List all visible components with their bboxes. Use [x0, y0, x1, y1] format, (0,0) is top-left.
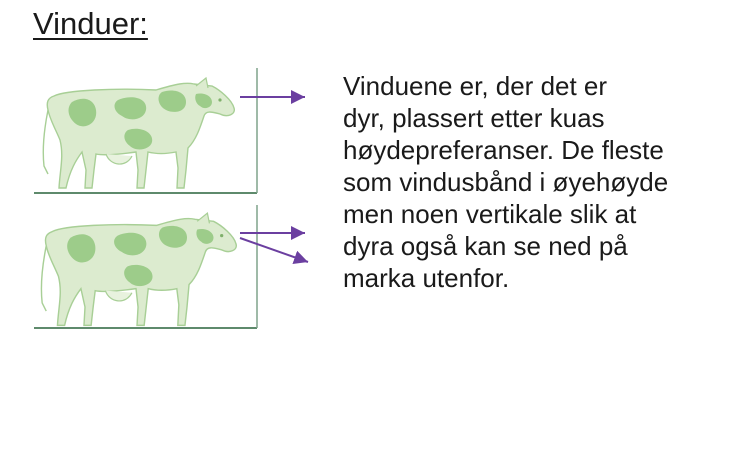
description-line: men noen vertikale slik at [343, 199, 637, 229]
arrow-down-right-icon [239, 237, 309, 264]
cow-icon [42, 77, 236, 189]
upper-cow-scene [34, 68, 305, 194]
description-line: høydepreferanser. De fleste [343, 135, 664, 165]
description-line: dyra også kan se ned på [343, 231, 628, 261]
description-line: som vindusbånd i øyehøyde [343, 167, 669, 197]
description-line: marka utenfor. [343, 263, 510, 293]
description-text: Vinduene er, der det er dyr, plassert et… [343, 70, 738, 294]
cow-icon [40, 212, 237, 327]
description-line: Vinduene er, der det er [343, 71, 608, 101]
lower-cow-scene [34, 205, 309, 329]
page-title: Vinduer: [33, 6, 148, 41]
description-line: dyr, plassert etter kuas [343, 103, 605, 133]
